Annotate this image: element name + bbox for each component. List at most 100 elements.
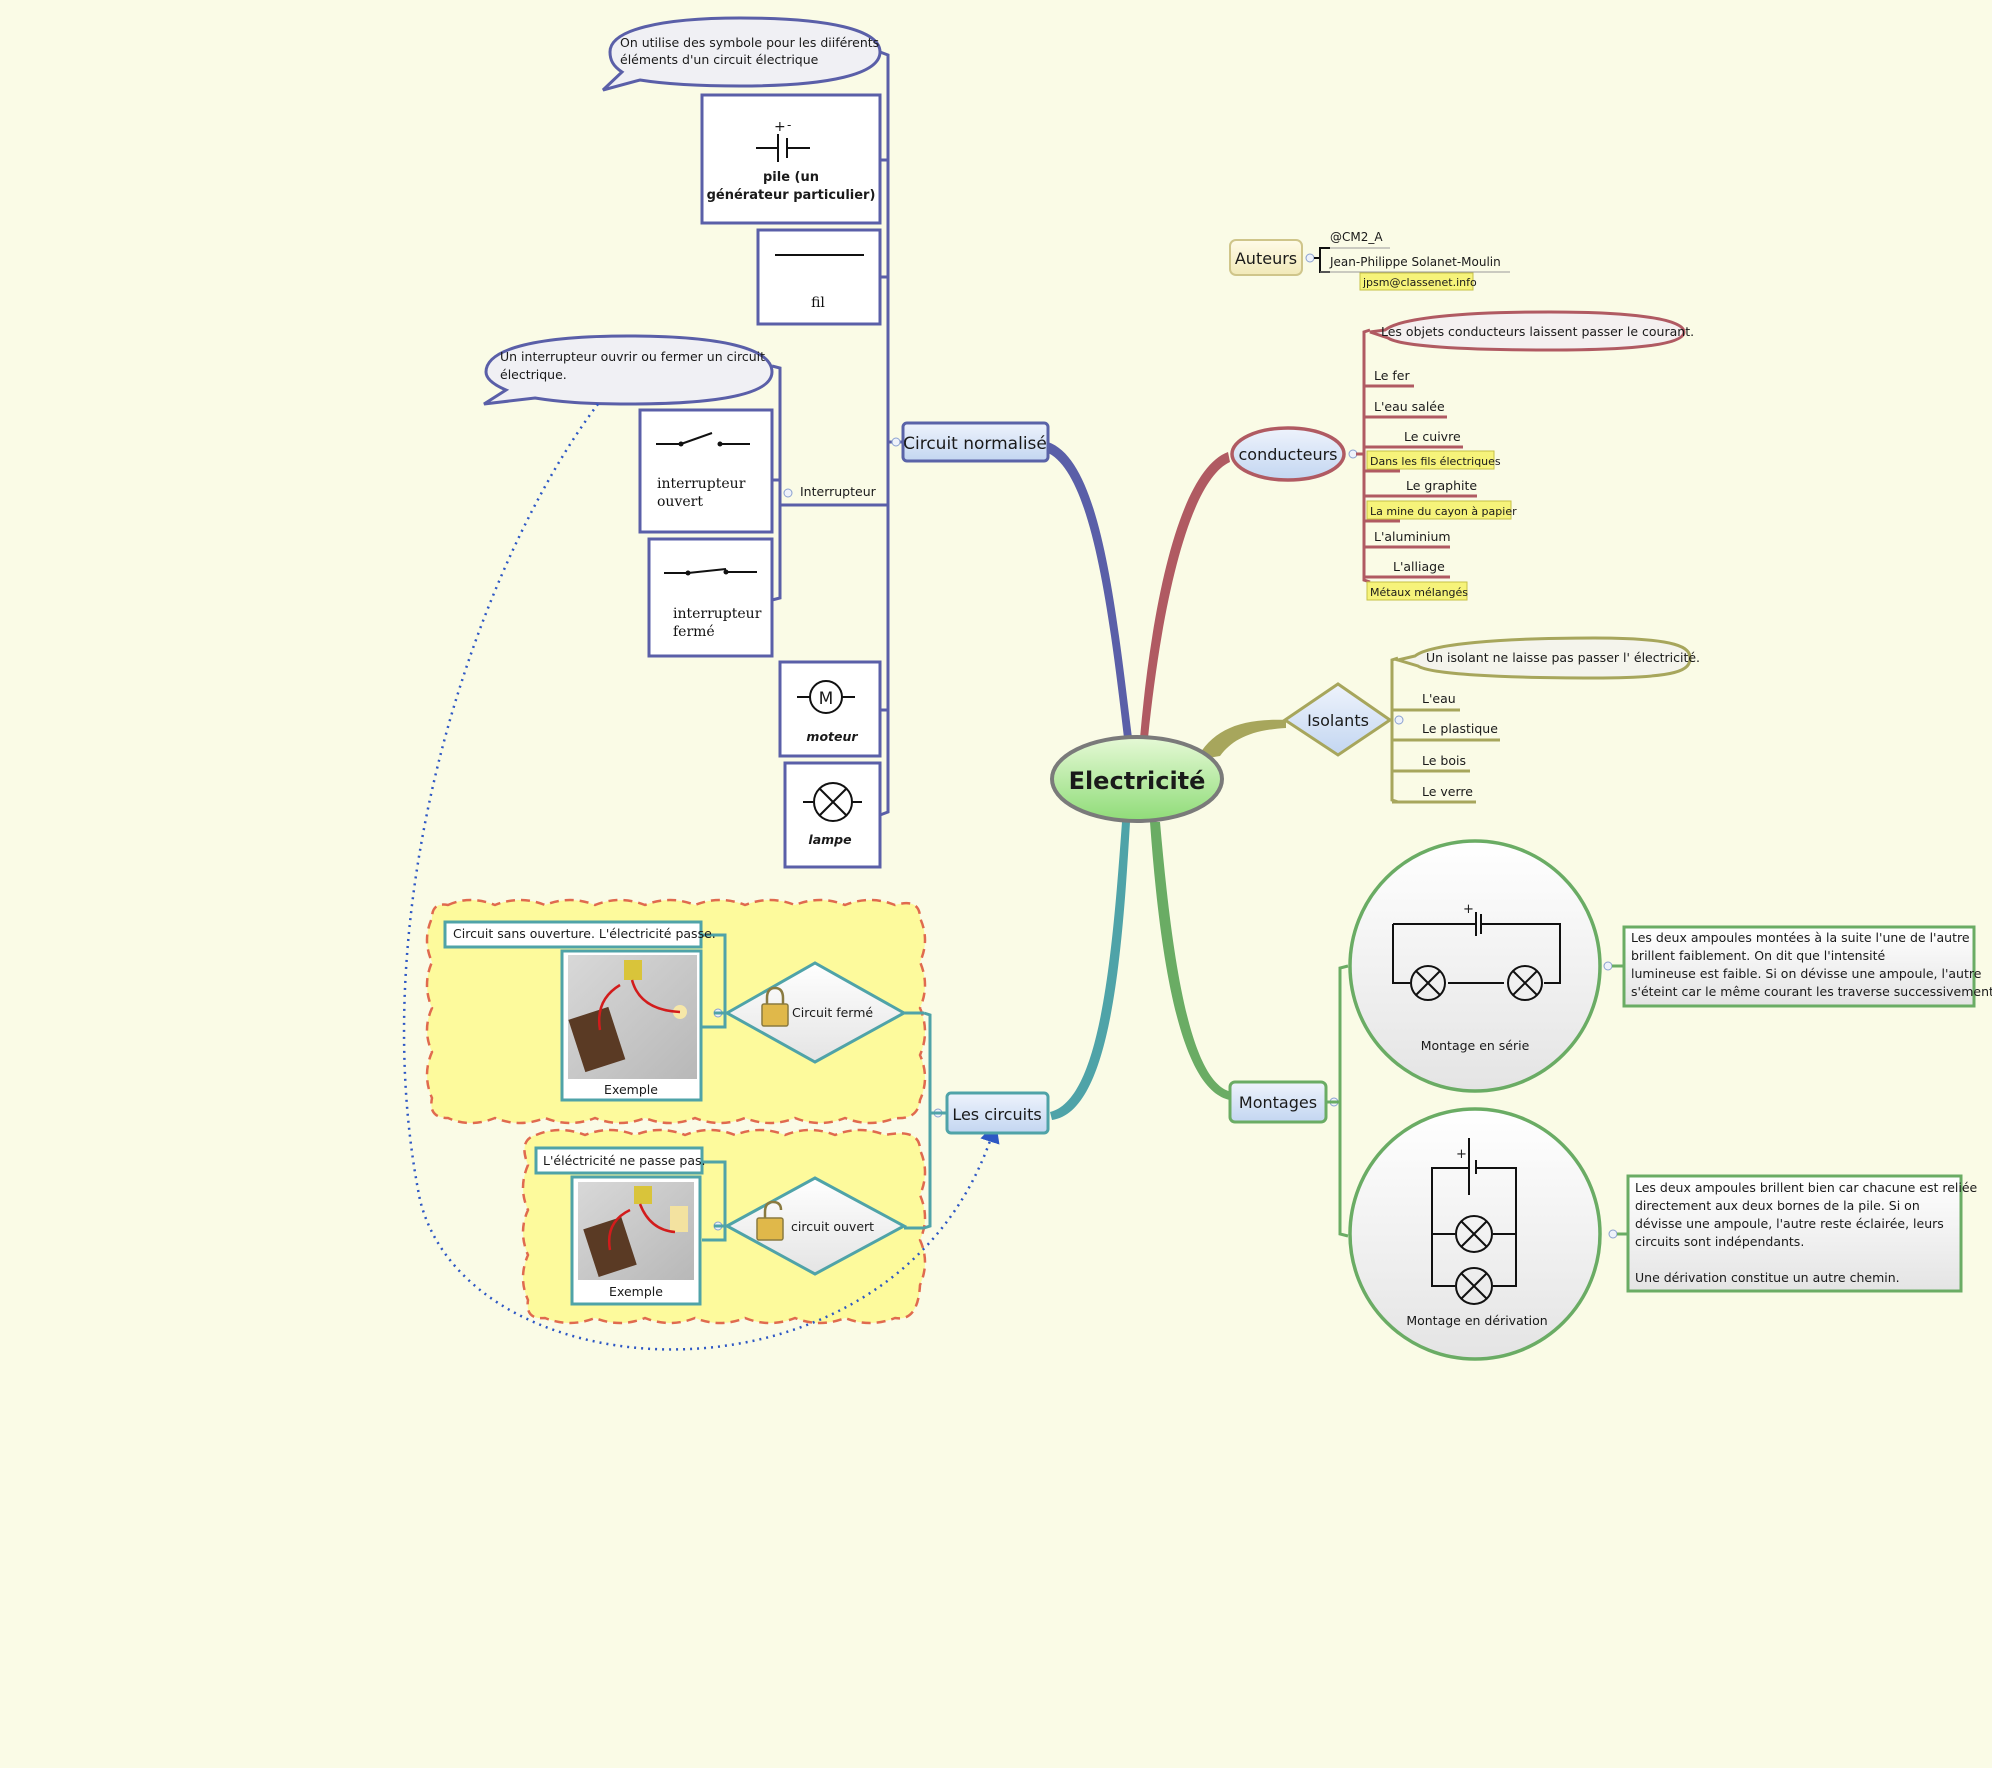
montage-serie-label: Montage en série [1421,1038,1530,1053]
derivation-plus-sign: + [1456,1147,1467,1162]
conducteurs-node[interactable]: conducteurs [1230,426,1346,482]
main-branches [1046,442,1286,1120]
montage-serie-node[interactable]: + Montage en série [1348,839,1602,1093]
circuit-normalise-node[interactable] [901,421,1050,463]
isolants-collapse-icon[interactable] [1394,715,1404,725]
pile-minus-sign: - [787,118,791,132]
conductor-item-aluminium[interactable]: L'aluminium [1364,529,1451,549]
isolants-node[interactable]: Isolants [1282,682,1393,757]
lampe-symbol-card[interactable]: lampe [783,761,882,869]
isolants-group: Isolants Un isolant ne laisse pas passer… [1282,636,1700,804]
derivation-collapse-icon[interactable] [1608,1229,1618,1239]
interrupteur-ferme-card[interactable]: interrupteur fermé [647,537,774,658]
conductor-label: L'aluminium [1374,529,1451,544]
derivation-note-line: dévisse une ampoule, l'autre reste éclai… [1635,1216,1944,1231]
circuit-ouvert-node[interactable]: circuit ouvert [723,1176,908,1276]
closed-lock-icon [761,986,789,1027]
circuit-normalise-label: Circuit normalisé [903,434,1047,454]
montages-label: Montages [1239,1093,1317,1112]
conductor-label: Le graphite [1406,478,1477,493]
isolant-item[interactable]: Le verre [1392,784,1476,804]
conductor-label: L'eau salée [1374,399,1445,414]
conductor-item-fer[interactable]: Le fer [1364,368,1414,388]
interrupteur-collapse-icon[interactable] [783,488,793,498]
les-circuits-label: Les circuits [952,1105,1041,1124]
montage-derivation-node[interactable]: + Montage en dérivation [1348,1107,1602,1361]
isolant-item[interactable]: Le bois [1392,753,1470,773]
interrupteur-note-callout: Un interrupteur ouvrir ou fermer un circ… [483,334,774,406]
interrupteur-ouvert-card[interactable]: interrupteur ouvert [638,408,774,534]
isolant-item[interactable]: Le plastique [1392,721,1500,742]
serie-note-line: lumineuse est faible. Si on dévisse une … [1631,966,1982,981]
lampe-label: lampe [808,832,851,847]
interrupteur-ouvert-label: interrupteur [657,476,746,492]
montage-derivation-label: Montage en dérivation [1406,1313,1547,1328]
authors-email-badge[interactable] [1359,272,1474,291]
interrupteur-ferme-label: interrupteur [673,606,762,622]
conductor-item-cuivre[interactable]: Le cuivre Dans les fils électriques [1364,429,1501,473]
conducteurs-note: Les objets conducteurs laissent passer l… [1381,324,1694,339]
derivation-note-line: circuits sont indépendants. [1635,1234,1804,1249]
conductor-note: Dans les fils électriques [1370,455,1501,468]
interrupteur-group: Interrupteur Un interrupteur ouvrir ou f… [483,334,877,658]
pile-symbol-card[interactable]: + - pile (un générateur particulier) [700,93,882,225]
fil-label: fil [811,295,825,311]
circuit-ouvert-example-caption: Exemple [609,1284,663,1299]
montage-derivation-note: Les deux ampoules brillent bien car chac… [1626,1174,1978,1293]
pile-label: pile (un [763,170,819,185]
interrupteur-ouvert-label: ouvert [657,494,703,510]
conducteurs-group: conducteurs Les objets conducteurs laiss… [1230,310,1694,601]
interrupteur-label[interactable]: Interrupteur [800,484,877,499]
fil-symbol-card[interactable]: fil [756,228,882,326]
isolant-label: Le plastique [1422,721,1498,736]
interrupteur-note-line: électrique. [500,367,567,382]
serie-note-line: s'éteint car le même courant les travers… [1631,984,1992,999]
circuit-ouvert-note [534,1146,704,1175]
circuit-ouvert-note-text: L'éléctricité ne passe pas. [543,1153,706,1168]
pile-plus-sign: + [774,119,786,135]
authors-collapse-icon[interactable] [1305,253,1315,263]
circuit-normalise-group: Circuit normalisé On utilise des symbole… [483,16,1050,869]
conductor-item-eau-salee[interactable]: L'eau salée [1364,399,1447,419]
pile-label: générateur particulier) [707,188,876,203]
open-lock-icon [756,1200,784,1241]
authors-item: @CM2_A [1330,230,1383,244]
circuit-ferme-label: Circuit fermé [792,1005,873,1020]
circuit-ouvert-example-card[interactable]: Exemple [570,1175,702,1306]
conductor-label: Le fer [1374,368,1410,383]
branch-circuit-normalise [1046,442,1132,738]
conductor-item-graphite[interactable]: Le graphite La mine du cayon à papier [1364,478,1517,523]
authors-group: Auteurs @CM2_A Jean-Philippe Solanet-Mou… [1229,230,1510,291]
circuit-ferme-example-caption: Exemple [604,1082,658,1097]
montages-group: Montages + Montage en série Les deux amp… [1228,839,1992,1361]
branch-les-circuits [1050,822,1130,1120]
isolants-note-callout: Un isolant ne laisse pas passer l' élect… [1392,636,1700,680]
symbols-note-callout: On utilise des symbole pour les diiféren… [601,16,882,92]
circuit-ouvert-label: circuit ouvert [791,1219,874,1234]
moteur-symbol-card[interactable]: M moteur [778,660,888,758]
central-topic[interactable]: Electricité [1050,735,1224,823]
conductor-note: La mine du cayon à papier [1370,505,1517,518]
serie-collapse-icon[interactable] [1603,961,1613,971]
derivation-note-line: Une dérivation constitue un autre chemin… [1635,1270,1900,1285]
circuit-normalise-collapse-icon[interactable] [891,437,901,447]
authors-email[interactable]: jpsm@classenet.info [1362,276,1477,289]
conductor-item-alliage[interactable]: L'alliage Métaux mélangés [1364,559,1468,601]
conducteurs-collapse-icon[interactable] [1348,449,1358,459]
isolant-item[interactable]: L'eau [1392,691,1460,712]
circuit-ferme-node[interactable]: Circuit fermé [723,961,908,1064]
branch-isolants [1196,719,1286,760]
circuit-ferme-example-card[interactable]: Exemple [560,949,703,1102]
conductor-note-badge [1366,581,1468,601]
circuit-ferme-note [443,920,703,949]
interrupteur-note-line: Un interrupteur ouvrir ou fermer un circ… [500,349,765,364]
isolant-label: Le verre [1422,784,1473,799]
conductor-label: L'alliage [1393,559,1445,574]
les-circuits-group: Les circuits Circuit fermé Circuit sans … [402,403,1050,1351]
conductor-note: Métaux mélangés [1370,586,1468,599]
isolant-label: Le bois [1422,753,1466,768]
serie-note-line: Les deux ampoules montées à la suite l'u… [1631,930,1970,945]
authors-node[interactable] [1229,239,1303,276]
authors-label: Auteurs [1235,249,1297,268]
